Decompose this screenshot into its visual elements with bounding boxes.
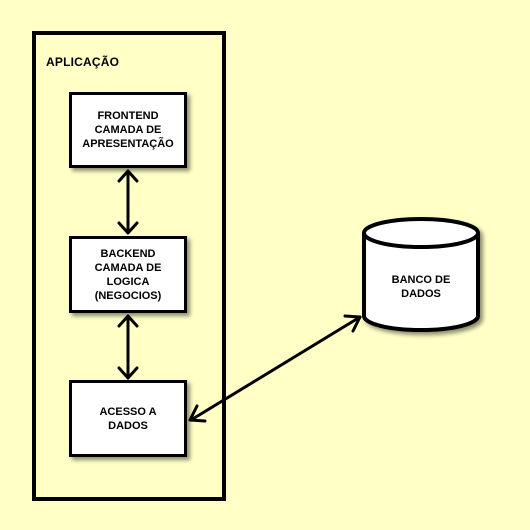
backend-label-line-4: (NEGOCIOS) — [94, 289, 162, 302]
backend-label-line-1: BACKEND — [100, 247, 156, 260]
application-title: APLICAÇÃO — [46, 55, 120, 69]
backend-label-line-3: LOGICA — [106, 275, 150, 288]
frontend-label-line-1: FRONTEND — [97, 110, 159, 122]
data-access-label-line-1: ACESSO A — [99, 405, 157, 418]
backend-node: BACKEND CAMADA DE LOGICA (NEGOCIOS) — [69, 236, 187, 313]
application-container — [32, 31, 226, 501]
backend-label-line-2: CAMADA DE — [94, 261, 162, 274]
frontend-label-line-2: CAMADA DE — [94, 124, 162, 136]
database-label-line-2: DADOS — [401, 288, 441, 300]
database-label-line-1: BANCO DE — [391, 274, 451, 286]
frontend-label-line-3: APRESENTAÇÃO — [82, 138, 174, 150]
database-label: BANCO DE DADOS — [362, 273, 480, 301]
data-access-node: ACESSO A DADOS — [69, 380, 187, 457]
frontend-node: FRONTEND CAMADA DE APRESENTAÇÃO — [69, 92, 187, 168]
data-access-label-line-2: DADOS — [108, 419, 148, 432]
